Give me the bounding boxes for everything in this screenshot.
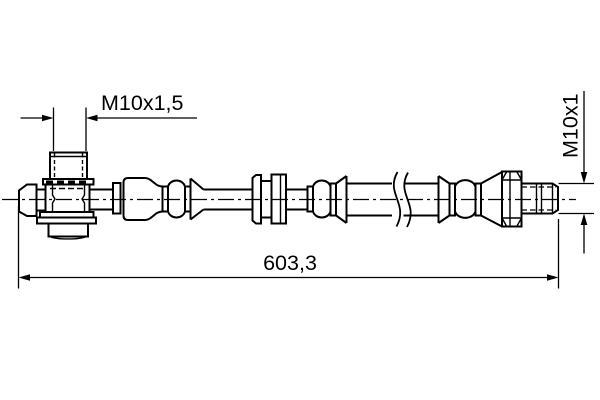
arrowhead-down: [580, 172, 588, 184]
right-corrugation: [437, 171, 503, 228]
right-thread-label: M10x1: [559, 93, 583, 158]
overall-length-label: 603,3: [263, 251, 317, 275]
arrowhead-right: [42, 114, 54, 122]
arrowhead-up: [580, 213, 588, 225]
arrowhead-left: [18, 274, 30, 281]
hex-nut: [501, 170, 523, 228]
left-crimp-sleeve: [122, 177, 205, 221]
arrowhead-right: [547, 274, 559, 281]
bottom-boss: [47, 222, 89, 238]
dimension-overall-length: 603,3: [17, 206, 560, 289]
left-banjo-fitting: [18, 151, 97, 240]
arrowhead-left: [86, 114, 98, 122]
threaded-end: [521, 182, 559, 215]
dimension-right-thread: M10x1: [558, 91, 594, 254]
end-cap: [18, 183, 38, 217]
dimension-left-thread: M10x1,5: [20, 91, 197, 151]
threaded-stud: [49, 151, 88, 180]
left-thread-label: M10x1,5: [101, 91, 184, 115]
hose-assembly: [89, 171, 503, 228]
right-male-fitting: [501, 170, 559, 228]
protective-sleeve: [346, 182, 439, 217]
break-symbol: [392, 171, 412, 228]
crimp-collar: [112, 182, 122, 215]
mounting-grommet: [251, 173, 287, 225]
